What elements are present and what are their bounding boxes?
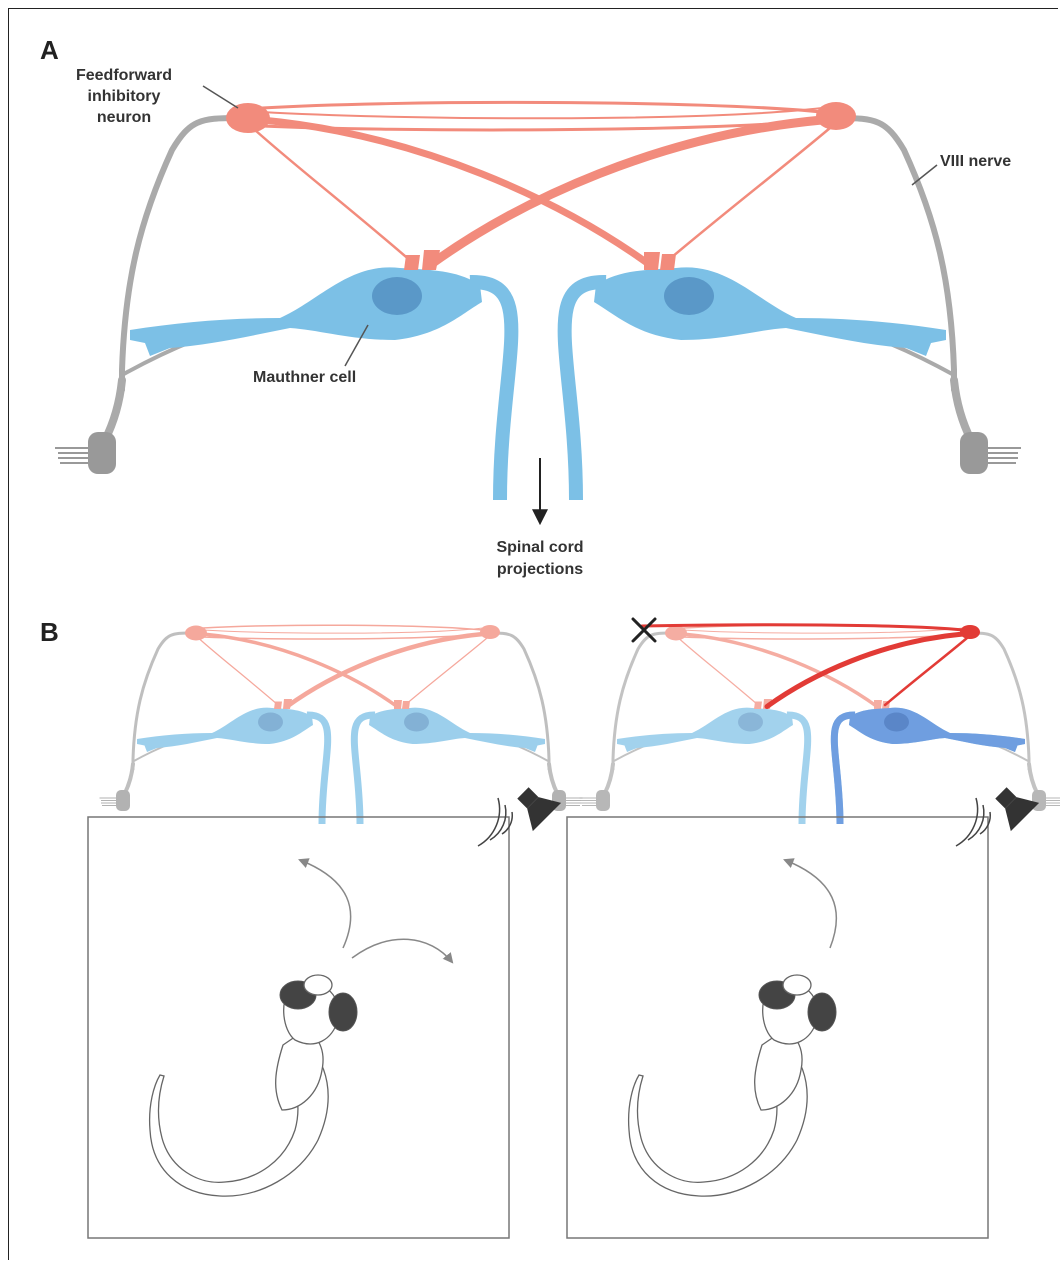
nerve-label: VIII nerve — [912, 153, 1011, 185]
ffi-leader-line — [203, 86, 238, 108]
panel-b-right-circuit — [580, 625, 1060, 824]
block-x-icon — [633, 619, 655, 641]
larva-left — [150, 975, 357, 1196]
escape-arrow-right — [352, 939, 452, 962]
panel-b-letter: B — [40, 617, 59, 647]
ffi-label-line3: neuron — [97, 109, 151, 126]
speaker-icon-right — [956, 779, 1039, 846]
spinal-label-line1: Spinal cord — [496, 539, 583, 556]
ffi-label-line2: inhibitory — [88, 88, 161, 105]
speaker-icon-left — [478, 779, 561, 846]
escape-arrow-left — [300, 860, 351, 948]
panel-b-left-circuit — [100, 625, 583, 824]
panel-a-letter: A — [40, 35, 59, 65]
larva-right — [629, 975, 836, 1196]
panel-a-circuit — [55, 102, 1021, 500]
spinal-label-line2: projections — [497, 561, 583, 578]
escape-arrow-single — [785, 860, 836, 948]
ffi-label-line1: Feedforward — [76, 67, 172, 84]
nerve-label-text: VIII nerve — [940, 153, 1011, 170]
mauthner-label-text: Mauthner cell — [253, 369, 356, 386]
